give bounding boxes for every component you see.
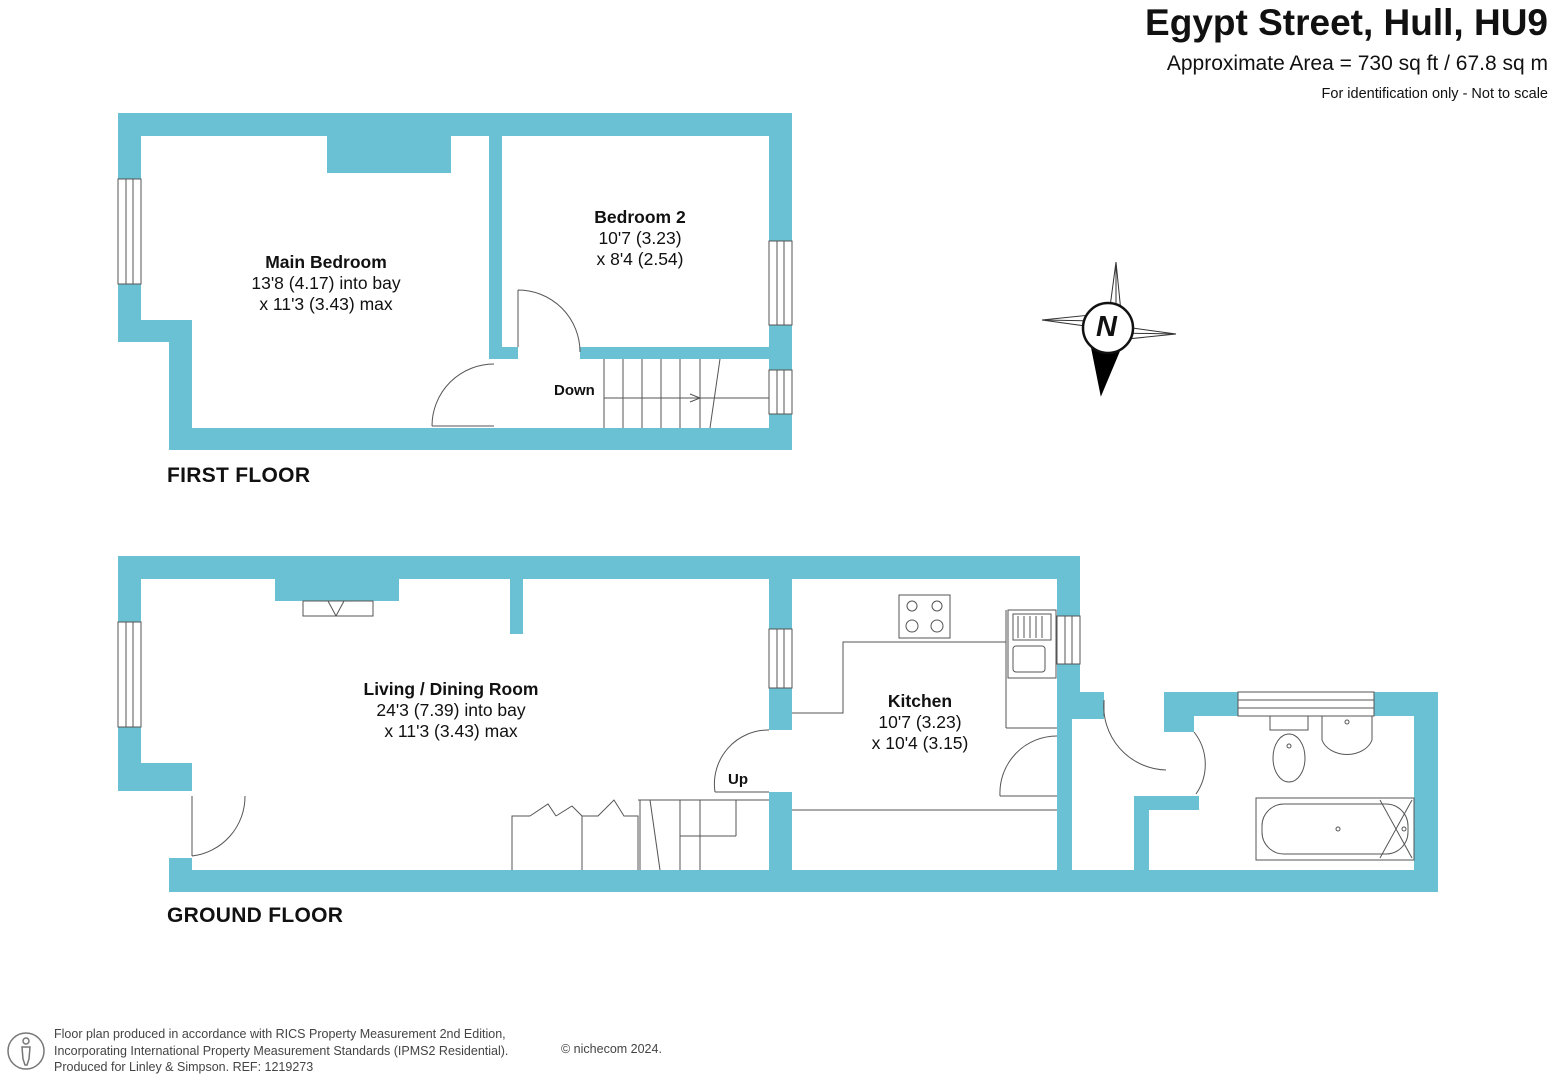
room-dimension-2: x 8'4 (2.54) <box>596 249 684 269</box>
hob-icon <box>898 594 951 639</box>
fireplace-hearth <box>302 600 374 617</box>
ff-right-wall-upper <box>769 113 792 241</box>
first-floor-label: FIRST FLOOR <box>167 464 311 487</box>
gf-left-wall-upper <box>118 556 141 622</box>
compass-icon <box>1041 261 1177 397</box>
rear-passage-left <box>1057 719 1072 892</box>
toilet-cistern <box>1269 715 1309 731</box>
gf-door-rear-passage <box>999 735 1058 797</box>
rear-passage-right <box>1134 796 1149 892</box>
kitchen-wall-mid <box>769 688 792 730</box>
room-name: Living / Dining Room <box>363 679 539 699</box>
ff-window-left <box>117 178 142 285</box>
ff-left-wall-upper <box>118 113 141 179</box>
room-dimension-1: 10'7 (3.23) <box>598 228 682 248</box>
compass-north-label: N <box>1096 311 1117 343</box>
ff-partition-stub <box>489 347 518 359</box>
gf-back-door <box>1103 699 1167 771</box>
sink-icon <box>1007 609 1057 679</box>
gf-door-kitchen <box>713 729 770 793</box>
bathroom-corner <box>1164 692 1194 732</box>
gf-front-door <box>191 795 246 857</box>
room-kitchen: Kitchen 10'7 (3.23) x 10'4 (3.15) <box>872 691 969 754</box>
gf-top-wall <box>118 556 1080 579</box>
room-dimension-2: x 11'3 (3.43) max <box>384 721 518 741</box>
kitchen-window-right <box>1056 615 1081 665</box>
room-dimension-1: 13'8 (4.17) into bay <box>251 273 401 293</box>
room-dimension-2: x 11'3 (3.43) max <box>259 294 393 314</box>
ff-bottom-wall <box>169 428 792 450</box>
ff-stairs <box>603 358 769 429</box>
property-title: Egypt Street, Hull, HU9 <box>1145 2 1548 43</box>
room-name: Kitchen <box>887 691 953 711</box>
bathroom-right-wall <box>1414 692 1438 892</box>
footer-line-3: Produced for Linley & Simpson. REF: 1219… <box>54 1060 314 1074</box>
room-dimension-1: 10'7 (3.23) <box>878 712 962 732</box>
ff-right-wall-lower <box>769 414 792 450</box>
room-main-bedroom: Main Bedroom 13'8 (4.17) into bay x 11'3… <box>251 252 400 315</box>
rear-passage-wall <box>1057 692 1104 719</box>
ff-chimney-breast <box>327 113 451 173</box>
footer-notes: Floor plan produced in accordance with R… <box>54 1026 508 1076</box>
ff-window-stair <box>768 369 793 415</box>
ff-door-main-bedroom <box>431 363 495 427</box>
rear-passage-step <box>1134 796 1199 810</box>
identification-disclaimer: For identification only - Not to scale <box>1321 86 1548 102</box>
ff-door-bedroom2 <box>517 289 581 353</box>
footer-line-2: Incorporating International Property Mea… <box>54 1043 509 1058</box>
bathroom-window <box>1237 691 1375 717</box>
kitchen-window-left <box>768 628 793 689</box>
ff-stairwell-wall <box>580 347 792 359</box>
room-name: Main Bedroom <box>265 252 387 272</box>
accessibility-icon <box>7 1032 45 1070</box>
room-name: Bedroom 2 <box>594 207 686 227</box>
stairs-up-label: Up <box>728 771 748 788</box>
ff-partition-wall <box>489 113 502 359</box>
ground-floor-label: GROUND FLOOR <box>167 904 344 927</box>
kitchen-worktop <box>792 641 1006 714</box>
gf-chimney-breast <box>275 556 399 601</box>
ff-bay-side <box>169 320 192 450</box>
gf-bottom-wall <box>169 870 1438 892</box>
room-bedroom-2: Bedroom 2 10'7 (3.23) x 8'4 (2.54) <box>594 207 685 270</box>
gf-bay-ledge <box>118 763 192 791</box>
gf-door-bathroom <box>1193 731 1206 795</box>
ff-window-right <box>768 240 793 326</box>
gf-stairs-and-cupboard <box>511 799 769 871</box>
approximate-area: Approximate Area = 730 sq ft / 67.8 sq m <box>1166 52 1548 75</box>
footer-line-1: Floor plan produced in accordance with R… <box>54 1027 506 1041</box>
bath-icon <box>1255 797 1415 861</box>
gf-wall-nib <box>510 556 523 634</box>
walls <box>118 113 1438 892</box>
basin-icon <box>1321 716 1373 756</box>
gf-window-left <box>117 621 142 728</box>
room-dimension-2: x 10'4 (3.15) <box>871 733 969 753</box>
kitchen-right-wall-upper <box>1057 556 1080 616</box>
toilet-icon <box>1272 733 1306 783</box>
stairs-down-label: Down <box>554 382 595 399</box>
room-dimension-1: 24'3 (7.39) into bay <box>376 700 526 720</box>
kitchen-wall-upper <box>769 556 792 629</box>
fixtures <box>117 178 1415 871</box>
kitchen-wall-lower <box>769 792 792 892</box>
room-living-dining: Living / Dining Room 24'3 (7.39) into ba… <box>364 679 539 742</box>
ff-top-wall <box>118 113 792 136</box>
copyright-notice: © nichecom 2024. <box>561 1042 662 1056</box>
